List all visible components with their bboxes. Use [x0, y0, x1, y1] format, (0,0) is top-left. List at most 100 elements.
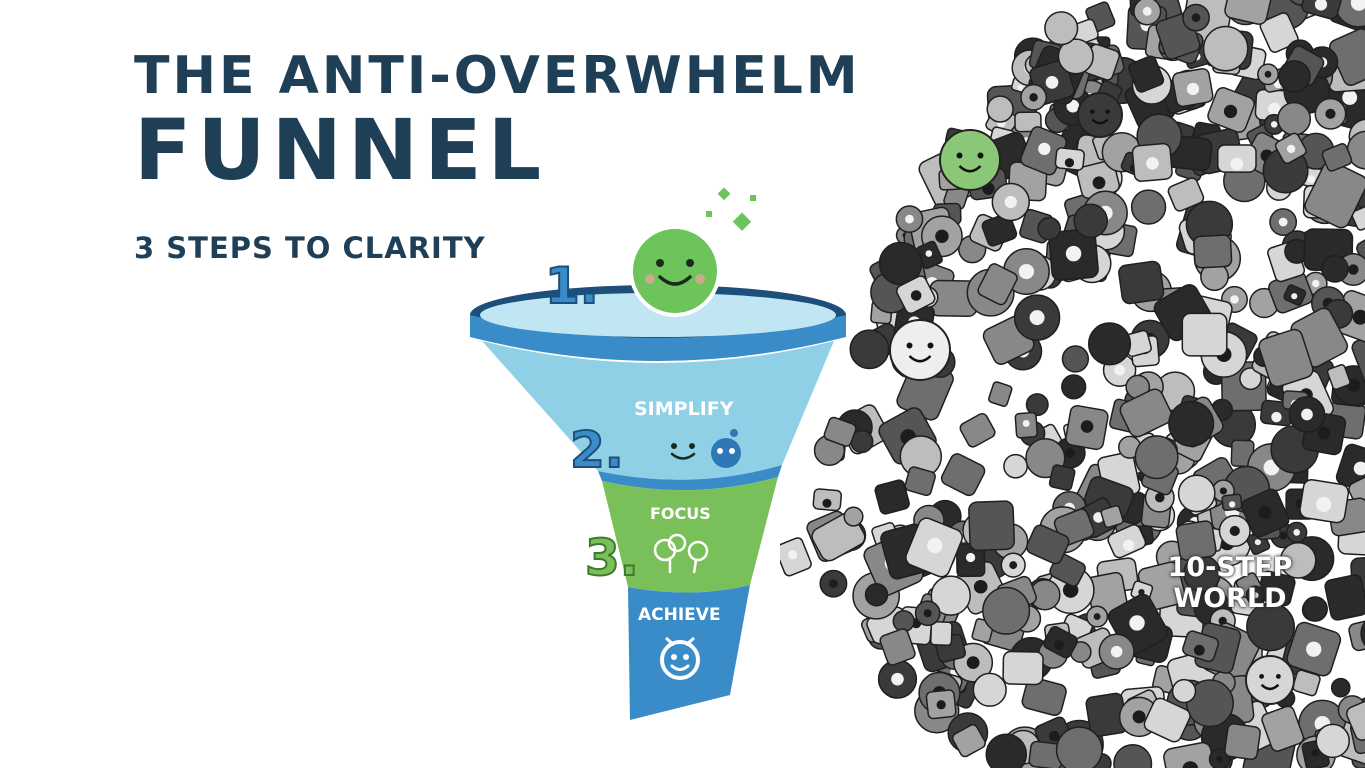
collage-icon-detail	[1258, 506, 1272, 519]
collage-icon-shape	[1134, 435, 1179, 480]
collage-icon-shape	[1302, 596, 1328, 622]
collage-icon-shape	[968, 500, 1016, 552]
collage-icon-detail	[1110, 645, 1123, 658]
collage-icon-shape	[1185, 679, 1234, 728]
collage-icon-shape	[982, 586, 1031, 635]
collage-icon-shape	[1304, 160, 1365, 229]
funnel-rim-water	[480, 293, 836, 337]
collage-icon-shape	[1037, 216, 1062, 241]
collage-icon-shape	[1061, 374, 1087, 400]
collage-icon-detail	[910, 290, 922, 301]
collage-icon-shape	[1193, 234, 1233, 269]
collage-icon-detail	[1230, 295, 1239, 304]
collage-icon-shape	[1330, 677, 1351, 698]
funnel-section-simplify	[482, 341, 834, 480]
target-face-icon	[660, 636, 700, 680]
collage-icon-detail	[1230, 157, 1244, 171]
title-line-1: THE ANTI-OVERWHELM	[134, 46, 861, 106]
collage-icon-shape	[1224, 0, 1274, 25]
collage-icon-shape	[1175, 520, 1217, 561]
collage-icon-shape	[1239, 367, 1262, 391]
collage-icon-shape	[930, 575, 971, 616]
collage-icon-detail	[1029, 93, 1038, 102]
collage-icon-detail	[1129, 615, 1145, 631]
collage-icon-detail	[1122, 539, 1135, 551]
collage-icon-detail	[1254, 539, 1261, 546]
collage-icon-detail	[1312, 279, 1320, 288]
collage-icon-shape	[1258, 328, 1314, 388]
collage-icon-detail	[829, 579, 838, 589]
collage-face-icon	[1077, 92, 1123, 138]
collage-icon-shape	[1021, 676, 1067, 717]
collage-icon-shape	[1168, 400, 1215, 447]
collage-icon-detail	[1093, 613, 1101, 621]
sparkle-icon	[706, 187, 756, 231]
collage-icon-shape	[986, 95, 1014, 123]
collage-icon-detail	[1229, 525, 1240, 537]
collage-icon-detail	[1311, 749, 1320, 757]
collage-icon-shape	[849, 329, 890, 370]
collage-icon-detail	[1316, 496, 1332, 513]
collage-icon-shape	[1014, 111, 1042, 133]
collage-icon-detail	[1045, 76, 1059, 89]
collage-icon-shape	[1130, 189, 1167, 225]
collage-icon-detail	[1342, 90, 1358, 105]
collage-icon-shape	[981, 213, 1018, 247]
collage-icon-detail	[1080, 420, 1094, 433]
collage-icon-shape	[1073, 203, 1109, 239]
collage-icon-shape	[1321, 143, 1353, 172]
collage-icon-detail	[1186, 82, 1200, 96]
collage-icon-shape	[940, 453, 986, 497]
collage-icon-detail	[1065, 245, 1082, 262]
collage-icon-detail	[1216, 755, 1223, 763]
step-2-label: SIMPLIFY	[634, 398, 734, 420]
collage-icon-detail	[936, 700, 946, 710]
collage-icon-shape	[879, 628, 916, 666]
title-line-2: FUNNEL	[134, 101, 548, 199]
collage-icon-detail	[1291, 293, 1298, 300]
collage-icon-shape	[1326, 364, 1351, 390]
collage-icon-shape	[1003, 453, 1028, 479]
collage-icon-shape	[1061, 345, 1090, 373]
collage-icon-shape	[1261, 705, 1305, 752]
collage-icon-shape	[977, 263, 1018, 306]
collage-icon-detail	[1301, 408, 1313, 421]
collage-icon-detail	[1307, 175, 1316, 184]
collage-face-icon	[889, 319, 951, 381]
collage-icon-shape	[1246, 602, 1295, 652]
collage-icon-detail	[966, 552, 976, 563]
bubble-face-icon	[711, 429, 741, 468]
collage-icon-shape	[1278, 60, 1311, 93]
collage-icon-detail	[1114, 364, 1125, 376]
collage-face-icon	[1245, 655, 1295, 705]
collage-icon-detail	[1182, 761, 1199, 768]
funnel-band-blue	[598, 465, 782, 491]
collage-icon-shape	[1002, 650, 1044, 686]
collage-icon-detail	[891, 672, 904, 686]
collage-icon-detail	[1193, 644, 1205, 656]
collage-icon-shape	[823, 416, 857, 447]
step-4-label: ACHIEVE	[638, 605, 721, 625]
collage-icon-detail	[1270, 121, 1278, 128]
collage-icon-detail	[1286, 144, 1296, 154]
collage-icon-shape	[988, 381, 1013, 407]
collage-icon-detail	[1325, 108, 1336, 119]
collage-icon-detail	[1271, 411, 1282, 423]
step-1-number: 1.	[545, 257, 599, 315]
collage-icon-shape	[1177, 474, 1216, 513]
collage-icon-shape	[1118, 260, 1165, 305]
tree-icon	[653, 533, 687, 573]
funnel-rim-band	[470, 315, 846, 361]
collage-icon-detail	[787, 550, 798, 560]
collage-icon-detail	[1279, 531, 1288, 540]
collage-icon-shape	[1224, 723, 1261, 761]
collage-icon-shape	[878, 241, 923, 286]
collage-icon-shape	[1025, 393, 1049, 417]
collage-icon-detail	[1252, 592, 1259, 599]
collage-icon-detail	[973, 579, 988, 594]
collage-icon-detail	[1155, 492, 1165, 503]
collage-icon-shape	[1048, 464, 1076, 492]
collage-icon-detail	[923, 609, 932, 618]
collage-icon-detail	[1064, 447, 1075, 458]
collage-label-line-1: 10-STEP	[1167, 552, 1293, 583]
